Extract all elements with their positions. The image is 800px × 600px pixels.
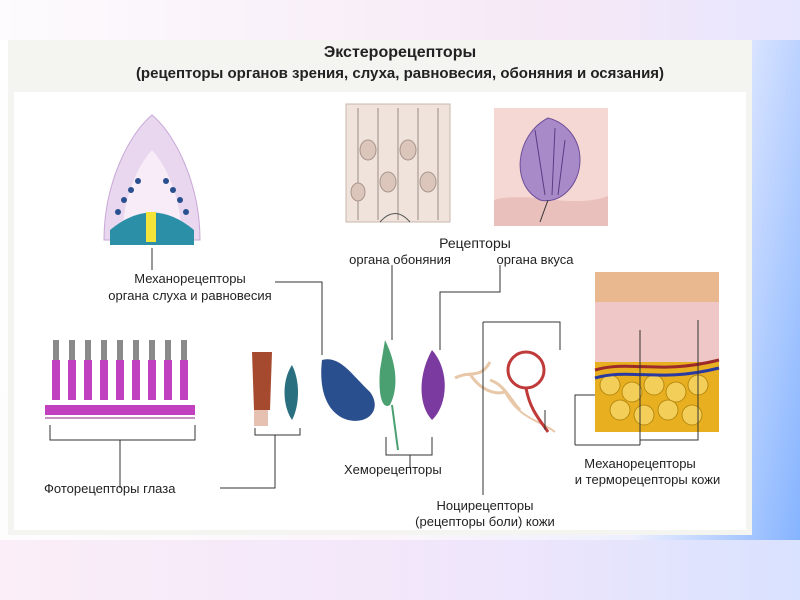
nociceptor-label-2: (рецепторы боли) кожи [415,514,555,529]
mechanoreceptor-ear-label-2: органа слуха и равновесия [108,288,272,303]
taste-label: органа вкуса [496,252,574,267]
diagram-title: Экстерорецепторы [323,44,477,61]
taste-bud-illustration [494,108,608,226]
chemoreceptor-label: Хеморецепторы [344,462,442,477]
skin-illustration [594,272,720,432]
slide-background-bottom [0,540,800,600]
nociceptor-illustration [454,350,556,433]
receptors-label: Рецепторы [439,235,511,251]
mechanoreceptor-ear-label-1: Механорецепторы [134,271,246,286]
chemoreceptor-illustration [321,340,445,451]
photoreceptor-label: Фоторецепторы глаза [44,481,176,496]
hair-cell-illustration [96,110,206,250]
skin-receptor-label-2: и терморецепторы кожи [574,472,721,487]
olfactory-epithelium-illustration [345,103,451,223]
skin-receptor-label-1: Механорецепторы [584,456,696,471]
diagram-subtitle: (рецепторы органов зрения, слуха, равнов… [135,65,665,82]
olfactory-label: органа обоняния [349,252,451,267]
nociceptor-label-1: Ноцирецепторы [436,498,534,513]
slide-background-top [0,0,800,40]
connector-lines [49,248,699,495]
receptor-cells-illustration [252,352,298,426]
photoreceptor-illustration [40,330,200,425]
